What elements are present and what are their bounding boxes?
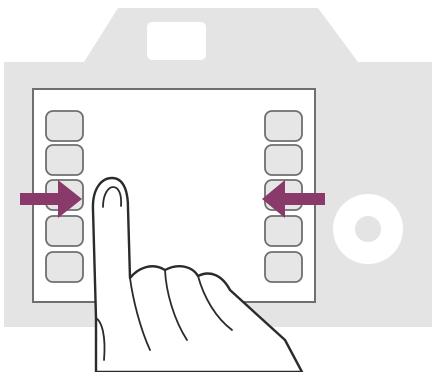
left-button-5 — [46, 252, 83, 282]
viewfinder-window — [147, 22, 206, 60]
right-button-4 — [265, 216, 302, 246]
right-button-1 — [265, 111, 302, 141]
control-wheel-center — [355, 216, 381, 242]
left-button-4 — [46, 216, 83, 246]
control-wheel-icon — [333, 194, 403, 264]
left-button-2 — [46, 145, 83, 175]
viewfinder-hump — [84, 8, 358, 62]
right-button-5 — [265, 252, 302, 282]
right-button-2 — [265, 145, 302, 175]
left-button-1 — [46, 111, 83, 141]
